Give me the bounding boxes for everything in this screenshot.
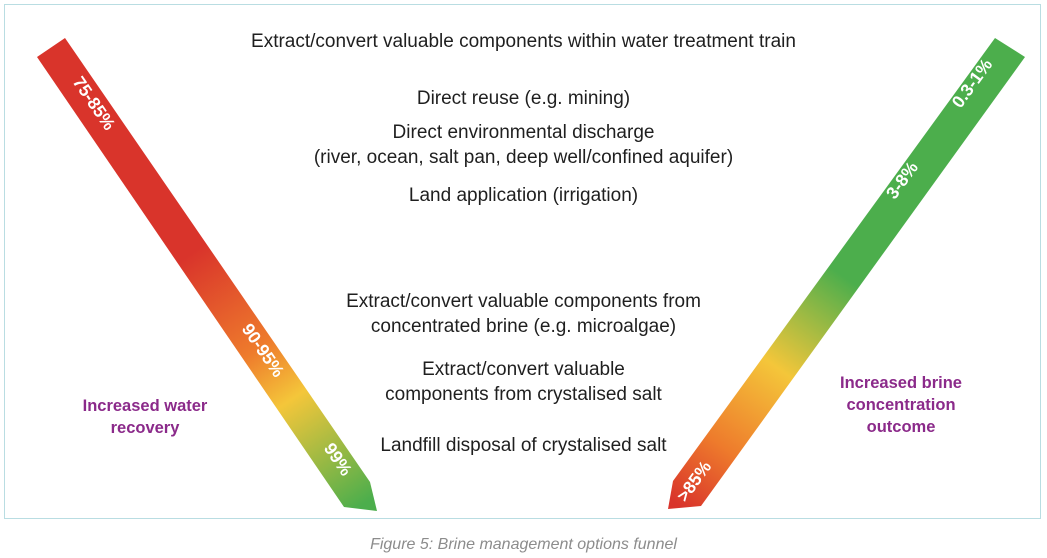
option-extract-from-salt: Extract/convert valuable — [422, 359, 625, 380]
water-recovery-line1: Increased water — [82, 397, 208, 415]
option-environmental-discharge: Direct environmental discharge — [392, 122, 655, 143]
brine-concentration-line3: outcome — [866, 418, 936, 436]
option-landfill-disposal: Landfill disposal of crystalised salt — [380, 435, 667, 456]
brine-concentration-line2: concentration — [846, 396, 956, 414]
increased-brine-concentration-label: Increased brine concentration outcome — [816, 372, 986, 438]
water-recovery-line2: recovery — [110, 419, 180, 437]
increased-water-recovery-label: Increased water recovery — [60, 395, 230, 439]
option-extract-from-salt-detail: components from crystalised salt — [385, 384, 662, 405]
option-land-application: Land application (irrigation) — [408, 185, 639, 206]
option-extract-from-brine-detail: concentrated brine (e.g. microalgae) — [370, 316, 677, 337]
option-extract-from-brine: Extract/convert valuable components from — [346, 291, 701, 312]
brine-concentration-line1: Increased brine — [840, 374, 962, 392]
option-direct-reuse: Direct reuse (e.g. mining) — [416, 88, 631, 109]
option-environmental-discharge-detail: (river, ocean, salt pan, deep well/confi… — [313, 147, 734, 168]
right-arrow — [668, 38, 1025, 509]
left-arrow — [37, 38, 377, 511]
option-extract-within-treatment: Extract/convert valuable components with… — [251, 31, 796, 52]
figure-caption: Figure 5: Brine management options funne… — [370, 536, 677, 553]
